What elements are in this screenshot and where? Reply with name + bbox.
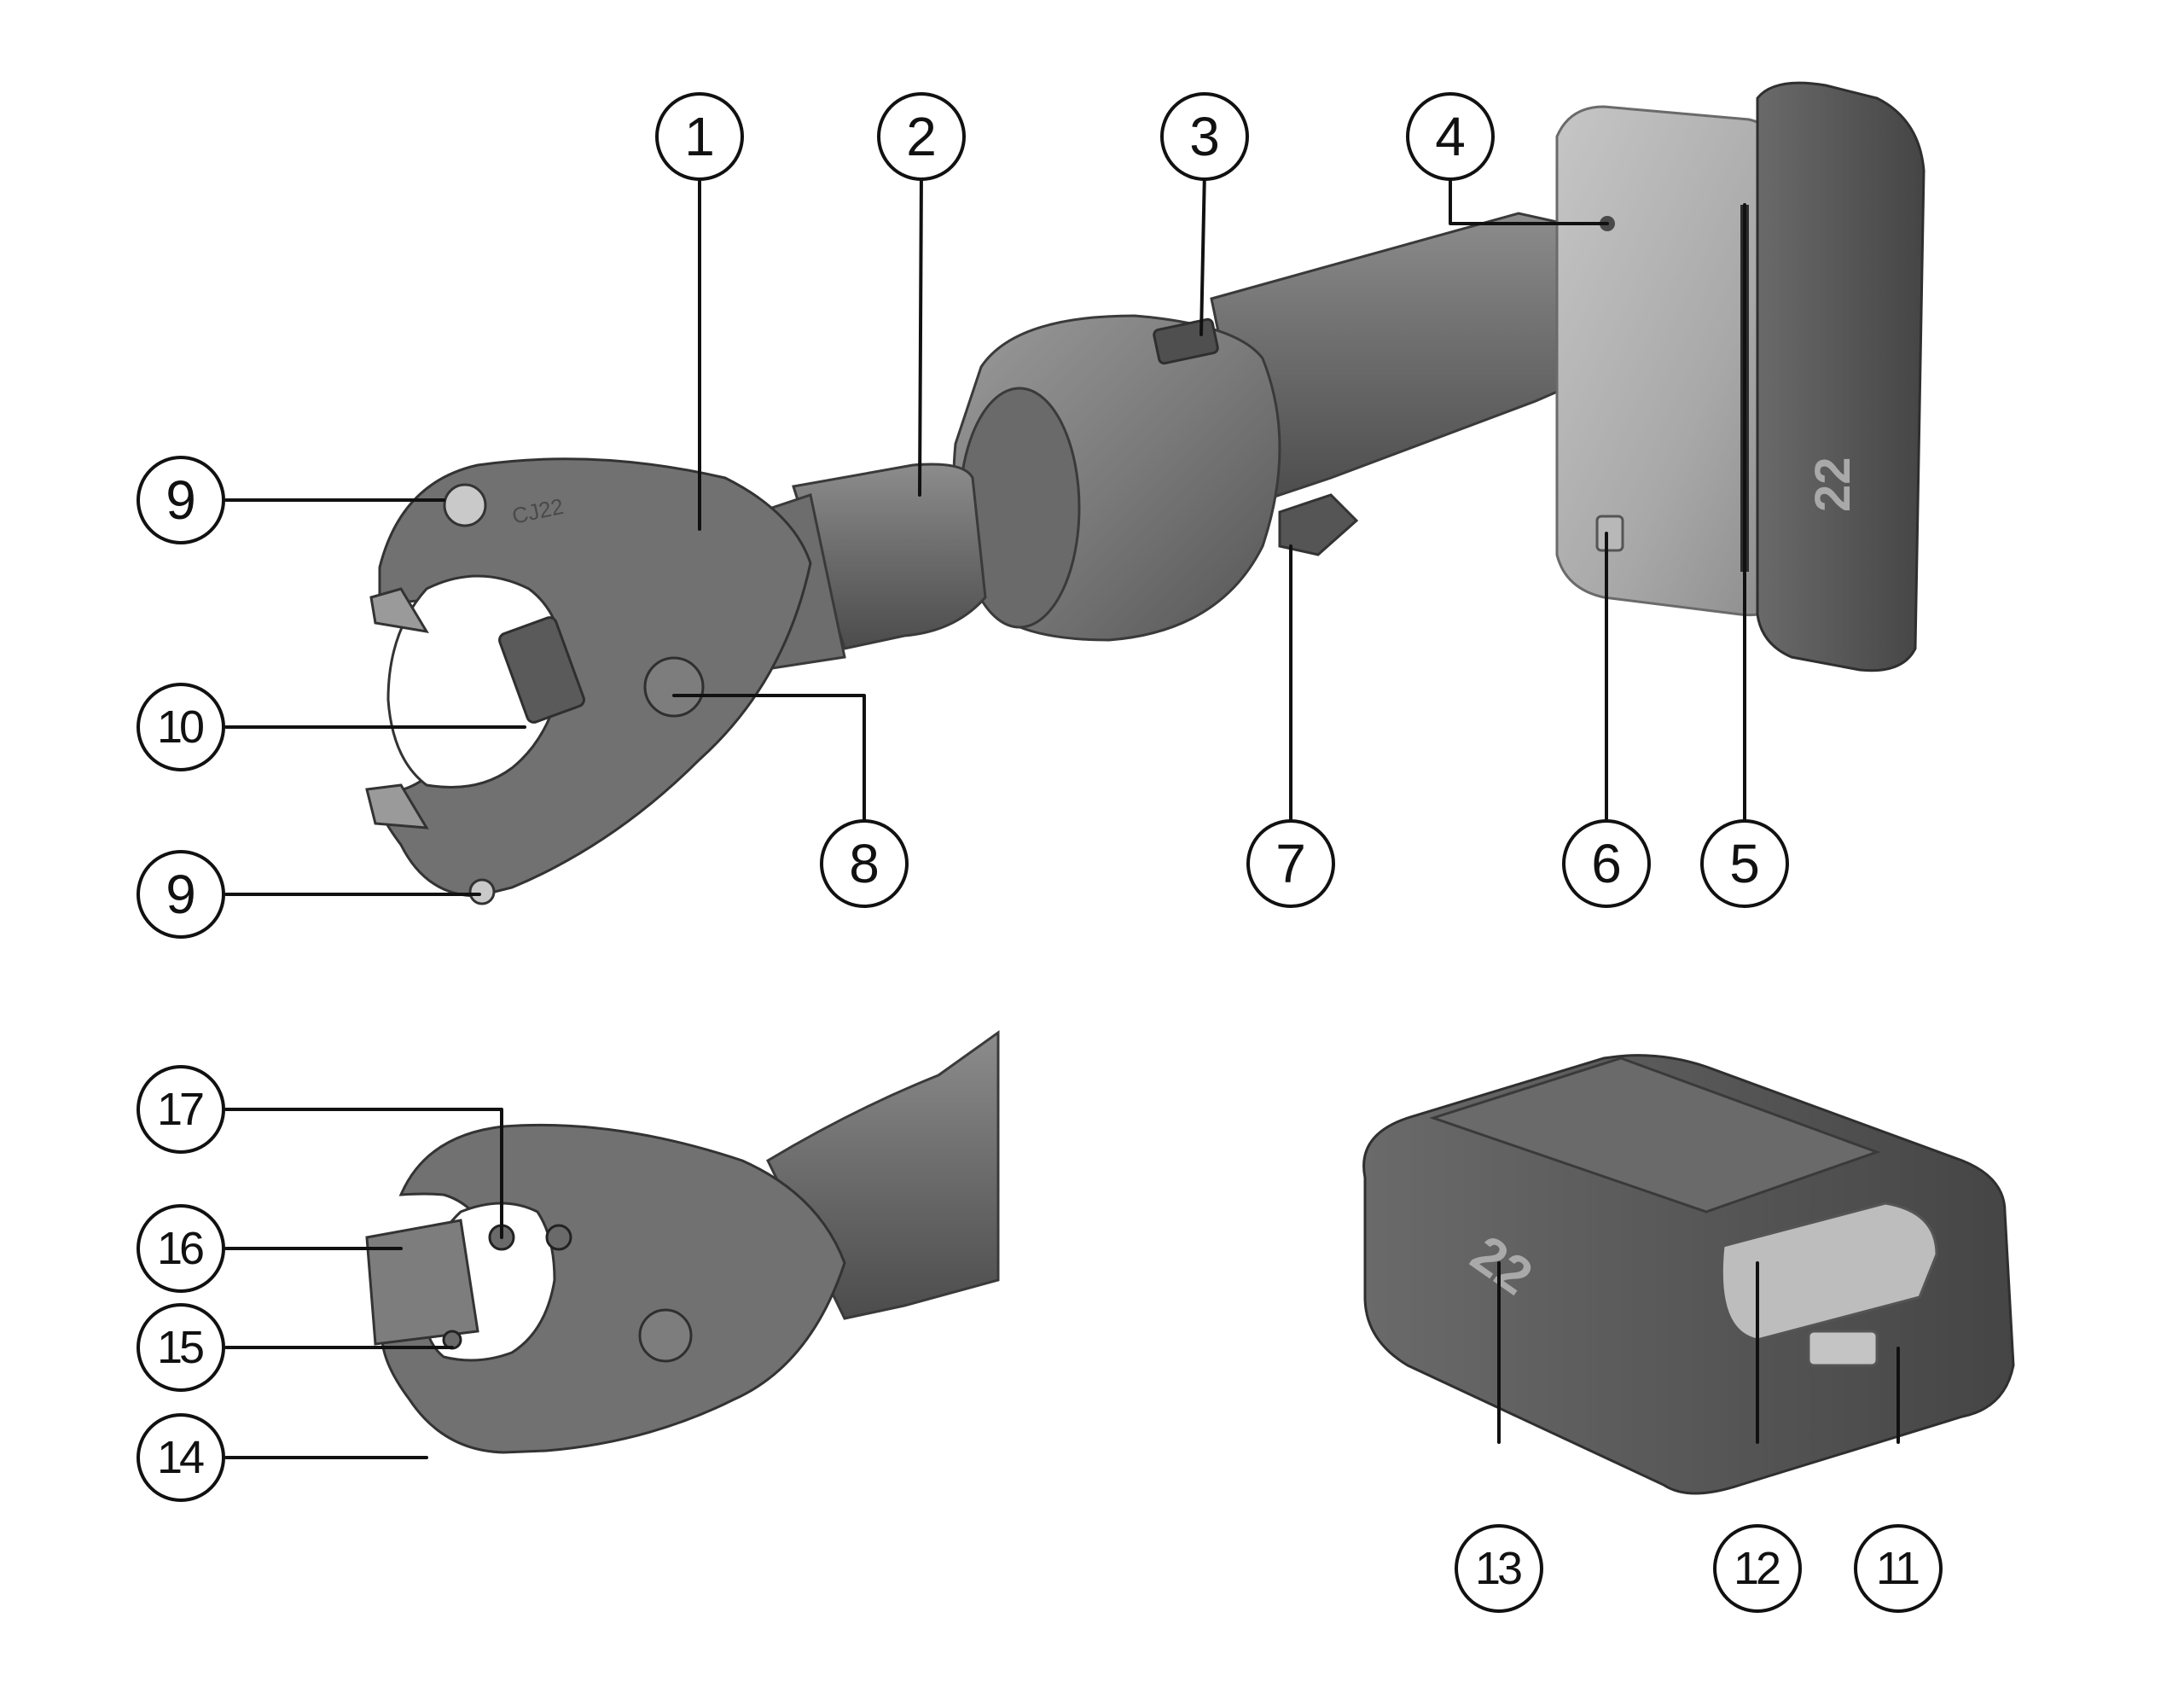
svg-text:2: 2 <box>906 106 937 167</box>
battery-pack <box>1756 81 1926 672</box>
battery-mark-top: 22 <box>1805 457 1861 512</box>
svg-text:12: 12 <box>1734 1543 1780 1594</box>
svg-text:9: 9 <box>166 469 196 531</box>
callout-9-bottom: 9 <box>136 850 225 939</box>
callout-8: 8 <box>820 819 909 908</box>
cylinder-barrel <box>792 463 987 650</box>
trigger <box>1278 493 1359 556</box>
tool-full-view: CJ22 22 <box>365 81 1926 905</box>
callout-6: 6 <box>1562 819 1651 908</box>
svg-text:8: 8 <box>849 833 880 894</box>
cap-screw-bottom <box>468 878 496 905</box>
callout-7: 7 <box>1246 819 1335 908</box>
callout-10: 10 <box>136 683 225 771</box>
leader-lines <box>224 169 1900 1459</box>
callout-17: 17 <box>136 1065 225 1154</box>
lower-jaw-tip <box>365 783 429 829</box>
svg-text:13: 13 <box>1475 1543 1521 1594</box>
callout-12: 12 <box>1713 1524 1802 1613</box>
svg-text:11: 11 <box>1876 1543 1919 1594</box>
battery-release-top <box>1595 515 1624 552</box>
svg-text:4: 4 <box>1435 106 1466 167</box>
callout-1: 1 <box>655 92 744 181</box>
svg-text:14: 14 <box>157 1432 204 1483</box>
callout-13: 13 <box>1455 1524 1543 1613</box>
callout-11: 11 <box>1854 1524 1943 1613</box>
svg-text:16: 16 <box>157 1223 203 1274</box>
callout-3: 3 <box>1160 92 1249 181</box>
callouts: 1 2 3 4 5 6 7 8 9 10 9 11 12 13 14 15 16… <box>136 92 1943 1613</box>
callout-5: 5 <box>1700 819 1789 908</box>
callout-16: 16 <box>136 1204 225 1293</box>
head-detail-pivot <box>638 1308 693 1363</box>
svg-text:15: 15 <box>157 1322 203 1373</box>
fuel-gauge-panel <box>1720 1202 1938 1342</box>
callout-9-top: 9 <box>136 456 225 544</box>
pivot-knob <box>643 656 705 718</box>
callout-14: 14 <box>136 1413 225 1502</box>
battery-detail-view: 22 <box>1362 1054 2015 1495</box>
head-detail-upper-blade <box>365 1219 479 1346</box>
blade-screw-b <box>545 1224 572 1251</box>
svg-text:1: 1 <box>684 106 715 167</box>
svg-text:7: 7 <box>1275 833 1306 894</box>
battery-top-rail <box>1429 1056 1881 1213</box>
svg-text:9: 9 <box>166 864 196 925</box>
svg-text:3: 3 <box>1189 106 1220 167</box>
battery-body <box>1362 1054 2015 1495</box>
callout-15: 15 <box>136 1303 225 1392</box>
svg-text:5: 5 <box>1729 833 1760 894</box>
svg-text:6: 6 <box>1591 833 1622 894</box>
callout-2: 2 <box>877 92 966 181</box>
release-tab <box>1807 1330 1879 1367</box>
head-detail-view <box>365 1030 1000 1454</box>
upper-jaw-tip <box>369 587 429 634</box>
blade-insert <box>498 616 585 724</box>
cap-screw-top <box>443 483 487 527</box>
callout-4: 4 <box>1406 92 1495 181</box>
svg-text:10: 10 <box>157 701 203 753</box>
svg-text:17: 17 <box>157 1084 203 1135</box>
